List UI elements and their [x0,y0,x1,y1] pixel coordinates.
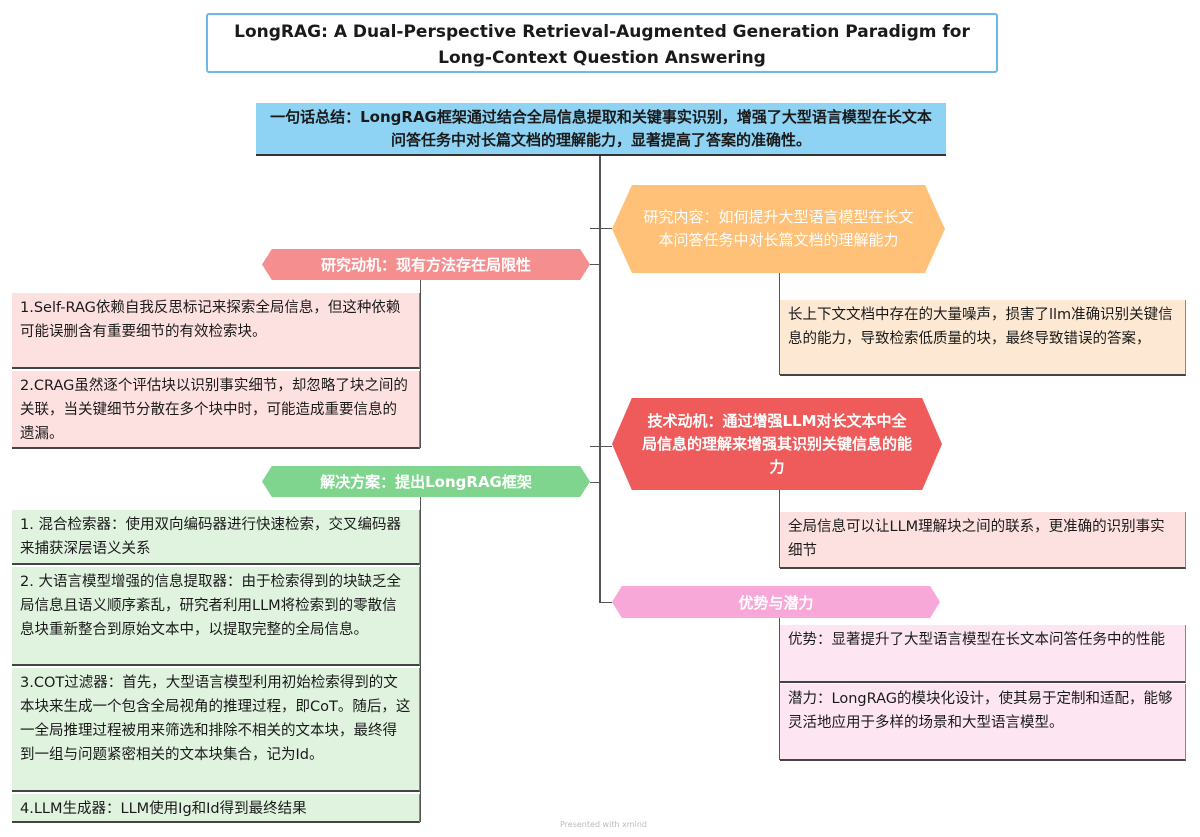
connector [779,490,780,568]
solution-detail[interactable]: 2. 大语言模型增强的信息提取器：由于检索得到的块缺乏全局信息且语义顺序紊乱，研… [12,567,420,666]
solution-detail[interactable]: 1. 混合检索器：使用双向编码器进行快速检索，交叉编码器来捕获深层语义关系 [12,510,420,565]
potential-detail[interactable]: 潜力：LongRAG的模块化设计，使其易于定制和适配，能够灵活地应用于多样的场景… [780,684,1186,761]
topic-advantages[interactable]: 优势与潜力 [612,586,940,618]
connector [779,617,780,760]
connector [590,446,612,447]
connector [590,482,600,483]
solution-detail[interactable]: 4.LLM生成器：LLM使用Ig和Id得到最终结果 [12,794,420,823]
connector [590,228,612,229]
advantage-detail[interactable]: 优势：显著提升了大型语言模型在长文本问答任务中的性能 [780,625,1186,683]
motivation-detail[interactable]: 1.Self-RAG依赖自我反思标记来探索全局信息，但这种依赖可能误删含有重要细… [12,293,420,369]
connector [420,280,421,448]
topic-tech-motivation[interactable]: 技术动机：通过增强LLM对长文本中全局信息的理解来增强其识别关键信息的能力 [612,398,942,490]
motivation-detail[interactable]: 2.CRAG虽然逐个评估块以识别事实细节，却忽略了块之间的关联，当关键细节分散在… [12,371,420,449]
solution-detail[interactable]: 3.COT过滤器：首先，大型语言模型利用初始检索得到的文本块来生成一个包含全局视… [12,668,420,792]
topic-solution[interactable]: 解决方案：提出LongRAG框架 [262,466,590,497]
footer-watermark: Presented with xmind [560,820,647,829]
connector [779,272,780,375]
connector [420,497,421,822]
connector [590,264,600,265]
topic-research-content[interactable]: 研究内容：如何提升大型语言模型在长文本问答任务中对长篇文档的理解能力 [612,185,945,273]
topic-motivation[interactable]: 研究动机：现有方法存在局限性 [262,249,590,280]
research-detail[interactable]: 长上下文文档中存在的大量噪声，损害了llm准确识别关键信息的能力，导致检索低质量… [780,300,1186,376]
connector [599,156,601,603]
tech-detail[interactable]: 全局信息可以让LLM理解块之间的联系，更准确的识别事实细节 [780,512,1186,569]
connector [600,602,612,603]
central-topic[interactable]: 一句话总结：LongRAG框架通过结合全局信息提取和关键事实识别，增强了大型语言… [256,103,946,156]
map-title[interactable]: LongRAG: A Dual-Perspective Retrieval-Au… [206,13,998,73]
